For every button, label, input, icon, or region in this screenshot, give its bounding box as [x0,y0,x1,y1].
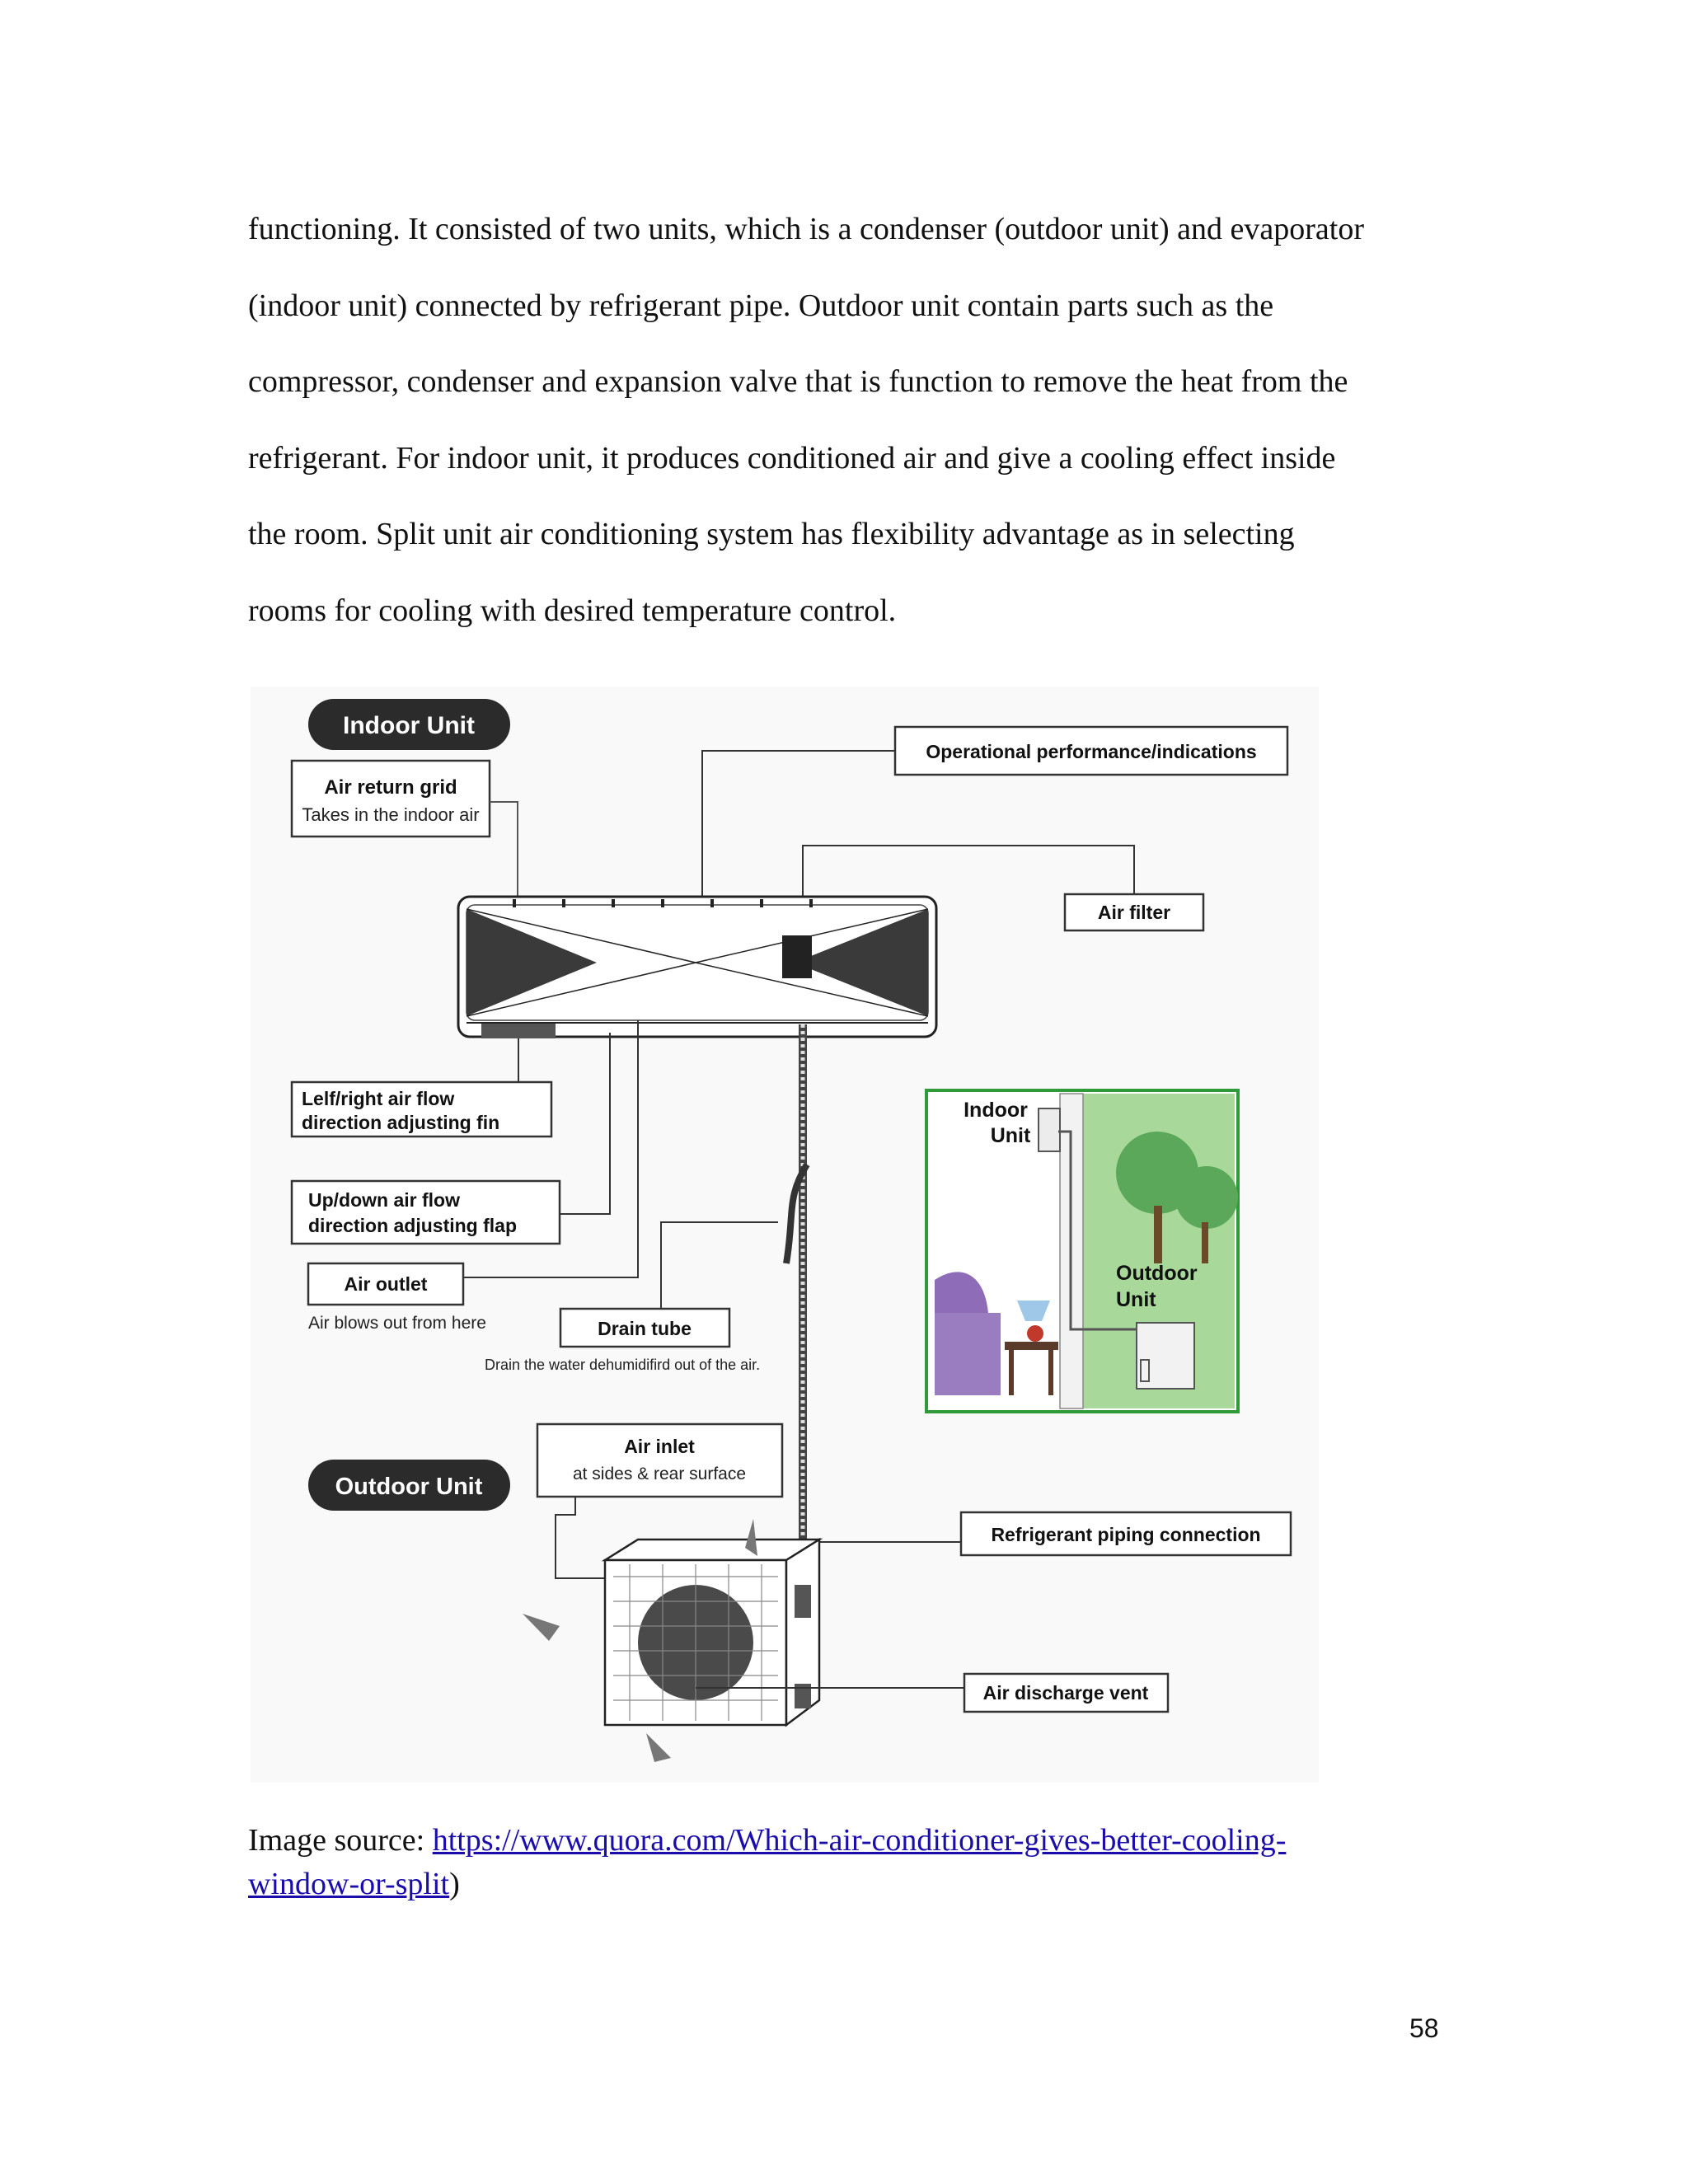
paragraph-line: (indoor unit) connected by refrigerant p… [248,288,1274,323]
air-return-grid-label: Air return grid Takes in the indoor air [290,759,491,838]
outdoor-unit-title-text: Outdoor Unit [335,1474,483,1500]
inset-indoor-text-1: Indoor [964,1099,1028,1122]
refrigerant-piping-label: Refrigerant piping connection [959,1511,1292,1557]
source-suffix: ) [449,1867,460,1901]
indoor-unit-title-text: Indoor Unit [343,712,475,739]
paragraph-line: functioning. It consisted of two units, … [248,212,1364,246]
page-number: 58 [1409,2013,1439,2043]
paragraph-line: rooms for cooling with desired temperatu… [248,593,897,628]
air-inlet-subtext: at sides & rear surface [573,1465,746,1483]
source-prefix: Image source: [248,1823,433,1858]
inset-outdoor-text-2: Unit [1116,1288,1156,1311]
operational-performance-label: Operational performance/indications [893,725,1289,776]
up-down-flap-text-2: direction adjusting flap [308,1215,517,1236]
air-inlet-label: Air inlet at sides & rear surface [536,1422,784,1498]
image-source-caption: Image source: https://www.quora.com/Whic… [248,1819,1402,1906]
air-filter-text: Air filter [1098,902,1170,923]
paragraph-line: the room. Split unit air conditioning sy… [248,517,1295,551]
source-link[interactable]: https://www.quora.com/Which-air-conditio… [248,1823,1286,1901]
left-right-fin-text-2: direction adjusting fin [302,1112,499,1133]
left-right-fin-text-1: Lelf/right air flow [302,1088,454,1109]
air-inlet-text: Air inlet [624,1436,695,1457]
refrigerant-piping-text: Refrigerant piping connection [991,1524,1260,1545]
air-return-grid-subtext: Takes in the indoor air [302,804,479,825]
outdoor-unit-title: Outdoor Unit [308,1460,510,1511]
up-down-flap-text-1: Up/down air flow [308,1189,460,1211]
air-filter-label: Air filter [1063,893,1205,932]
air-outlet-label: Air outlet Air blows out from here [307,1262,486,1333]
outdoor-ac-unit-drawing [523,1519,823,1762]
left-right-fin-label: Lelf/right air flow direction adjusting … [290,1080,553,1138]
operational-performance-text: Operational performance/indications [926,741,1256,762]
source-link-part-2: window-or-split [248,1867,450,1901]
source-link-part-1: https://www.quora.com/Which-air-conditio… [432,1823,1287,1858]
installation-inset: Indoor Unit Outdoor Unit [925,1089,1240,1413]
inset-indoor-text-2: Unit [991,1124,1031,1147]
paragraph-line: compressor, condenser and expansion valv… [248,364,1348,399]
drain-tube-label: Drain tube Drain the water dehumidifird … [485,1307,760,1373]
air-outlet-subtext: Air blows out from here [308,1314,486,1333]
indoor-ac-unit-drawing [457,895,938,1038]
drain-tube-subtext: Drain the water dehumidifird out of the … [485,1357,760,1373]
split-ac-diagram: Indoor Unit Air return grid Takes in the… [251,687,1319,1783]
body-paragraph: functioning. It consisted of two units, … [248,191,1468,649]
air-outlet-text: Air outlet [345,1273,428,1295]
air-discharge-vent-text: Air discharge vent [983,1682,1149,1704]
paragraph-line: refrigerant. For indoor unit, it produce… [248,440,1336,476]
air-discharge-vent-label: Air discharge vent [963,1672,1170,1713]
air-return-grid-text: Air return grid [324,776,457,799]
drain-tube-text: Drain tube [598,1318,692,1339]
indoor-unit-title: Indoor Unit [308,699,510,750]
inset-outdoor-text-1: Outdoor [1116,1262,1198,1285]
up-down-flap-label: Up/down air flow direction adjusting fla… [290,1179,561,1245]
